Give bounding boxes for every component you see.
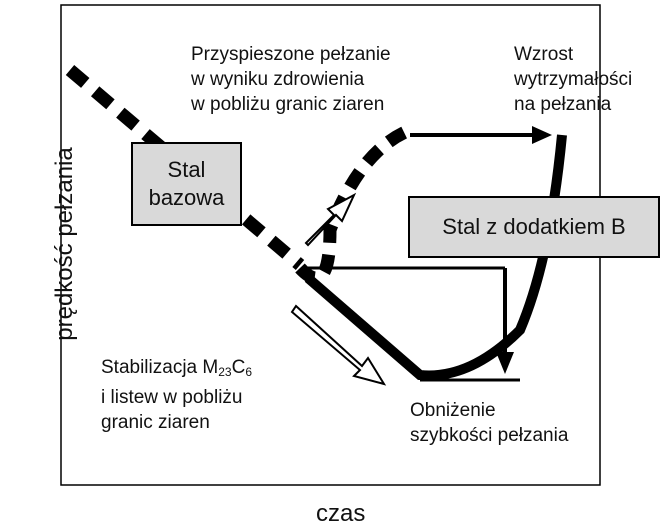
stabilization-rest: i listew w pobliżu granic ziaren <box>101 387 243 433</box>
rate-arrow-head <box>496 352 514 374</box>
stabilization-label: Stabilizacja M23C6 i listew w pobliżu gr… <box>101 355 341 435</box>
strength-arrow-head <box>532 126 552 144</box>
strength-increase-label: Wzrost wytrzymałości na pełzania <box>514 44 633 115</box>
accelerated-creep-hollow-arrow <box>304 192 357 247</box>
stabilization-mid: C <box>231 357 246 378</box>
base-steel-box: Stal bazowa <box>131 142 242 226</box>
x-axis-label: czas <box>316 500 366 527</box>
base-steel-curve-accelerated <box>295 123 413 285</box>
rate-reduction-label: Obniżenie szybkości pełzania <box>410 400 569 446</box>
y-axis-label: prędkość pełzania <box>51 147 78 341</box>
stabilization-sub1: 23 <box>218 365 232 379</box>
stabilization-sub2: 6 <box>245 365 252 379</box>
boron-steel-box: Stal z dodatkiem B <box>408 196 660 258</box>
stabilization-hollow-arrow <box>290 304 387 386</box>
stabilization-prefix: Stabilizacja M <box>101 357 219 378</box>
accelerated-creep-label: Przyspieszone pełzanie w wyniku zdrowien… <box>191 44 391 115</box>
